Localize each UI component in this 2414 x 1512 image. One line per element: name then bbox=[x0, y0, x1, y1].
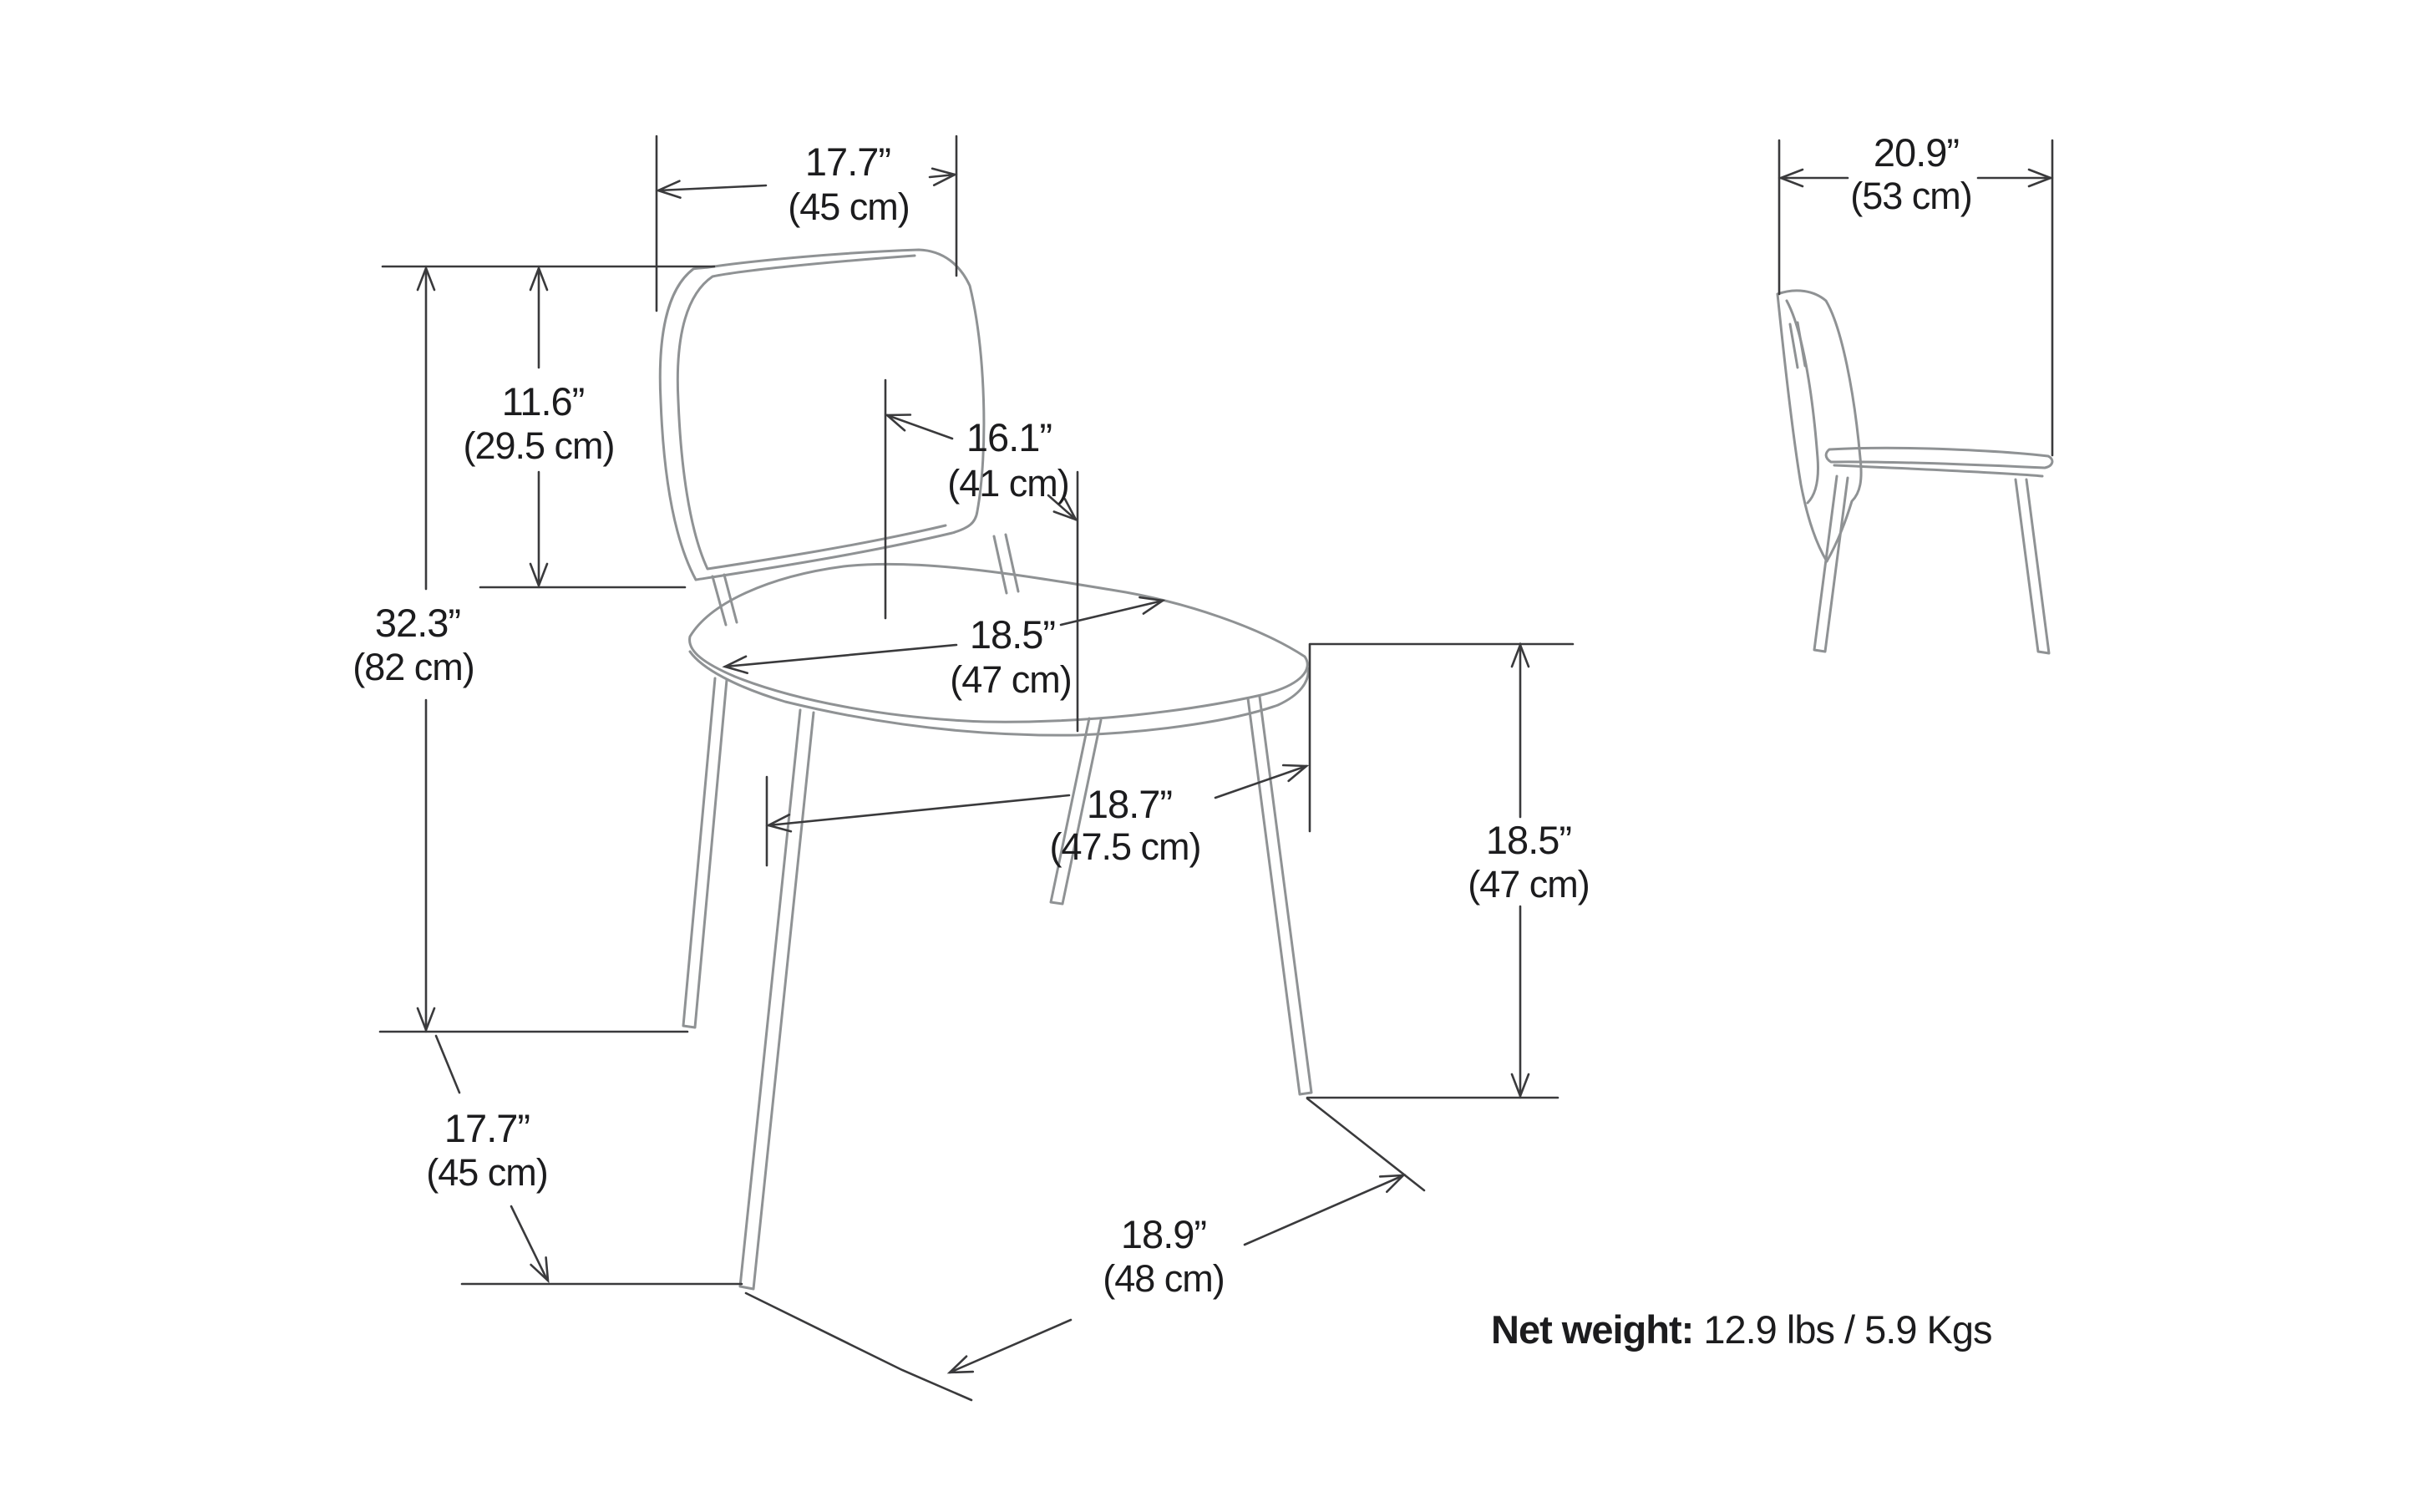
side-seat bbox=[1824, 446, 2054, 469]
label-back-diagonal-cm: (41 cm) bbox=[947, 462, 1069, 505]
net-weight-value: 12.9 lbs / 5.9 Kgs bbox=[1693, 1307, 1991, 1352]
label-overall-height-in: 32.3” bbox=[375, 601, 460, 645]
net-weight-label: Net weight: bbox=[1491, 1307, 1693, 1352]
backrest-support-left bbox=[711, 573, 738, 627]
side-seat-frame bbox=[1833, 464, 2044, 478]
leg-front-left bbox=[738, 708, 815, 1291]
dim-back-width bbox=[655, 134, 958, 312]
dim-seat-depth bbox=[765, 643, 1311, 867]
dim-leg-spread bbox=[434, 1034, 743, 1286]
side-backrest-outline bbox=[1776, 289, 1863, 563]
label-back-width-cm: (45 cm) bbox=[788, 185, 910, 228]
backrest-inner-line bbox=[676, 254, 947, 571]
side-backrest-back-edge bbox=[1776, 292, 1828, 563]
dim-seat-width bbox=[723, 591, 1166, 677]
side-backrest-notch bbox=[1788, 321, 1807, 369]
dimension-labels: 17.7” (45 cm) 11.6” (29.5 cm) 16.1” (41 … bbox=[352, 130, 1973, 1300]
label-base-depth-cm: (48 cm) bbox=[1103, 1257, 1225, 1300]
label-leg-spread-cm: (45 cm) bbox=[426, 1151, 548, 1194]
side-chair-drawing bbox=[1776, 289, 2054, 655]
seat-outline bbox=[688, 562, 1309, 723]
dim-back-height bbox=[381, 265, 716, 589]
side-leg-front bbox=[2014, 478, 2051, 655]
seat-edge-band bbox=[688, 650, 1310, 737]
label-back-height-in: 11.6” bbox=[502, 379, 585, 424]
dim-side-depth bbox=[1778, 139, 2054, 457]
label-side-depth-in: 20.9” bbox=[1874, 130, 1959, 175]
label-back-width-in: 17.7” bbox=[805, 140, 890, 184]
dimension-lines bbox=[378, 134, 2054, 1402]
label-seat-width-in: 18.5” bbox=[970, 612, 1055, 657]
backrest-outline bbox=[658, 248, 986, 581]
label-overall-height-cm: (82 cm) bbox=[352, 646, 474, 688]
main-chair-drawing bbox=[658, 248, 1313, 1291]
dim-overall-height bbox=[378, 266, 689, 1033]
leg-back-left bbox=[682, 677, 728, 1029]
label-back-diagonal-in: 16.1” bbox=[966, 415, 1052, 459]
label-seat-height-cm: (47 cm) bbox=[1468, 863, 1590, 906]
label-seat-height-in: 18.5” bbox=[1486, 818, 1571, 862]
label-side-depth-cm: (53 cm) bbox=[1850, 175, 1972, 217]
side-leg-rear bbox=[1813, 474, 1849, 653]
label-seat-depth-cm: (47.5 cm) bbox=[1049, 825, 1200, 868]
label-seat-width-cm: (47 cm) bbox=[950, 658, 1072, 701]
leg-front-right bbox=[1246, 695, 1313, 1096]
leg-back-right bbox=[1049, 717, 1103, 906]
label-leg-spread-in: 17.7” bbox=[444, 1106, 530, 1150]
dim-back-diagonal bbox=[883, 378, 1083, 733]
net-weight-note: Net weight: 12.9 lbs / 5.9 Kgs bbox=[1491, 1307, 1992, 1352]
side-backrest-inner bbox=[1785, 299, 1819, 505]
label-seat-depth-in: 18.7” bbox=[1087, 782, 1172, 826]
dim-base-depth bbox=[744, 1097, 1426, 1402]
label-base-depth-in: 18.9” bbox=[1121, 1212, 1206, 1256]
label-back-height-cm: (29.5 cm) bbox=[463, 424, 614, 467]
backrest-support-right bbox=[992, 533, 1020, 595]
dim-seat-height bbox=[1306, 642, 1575, 1099]
